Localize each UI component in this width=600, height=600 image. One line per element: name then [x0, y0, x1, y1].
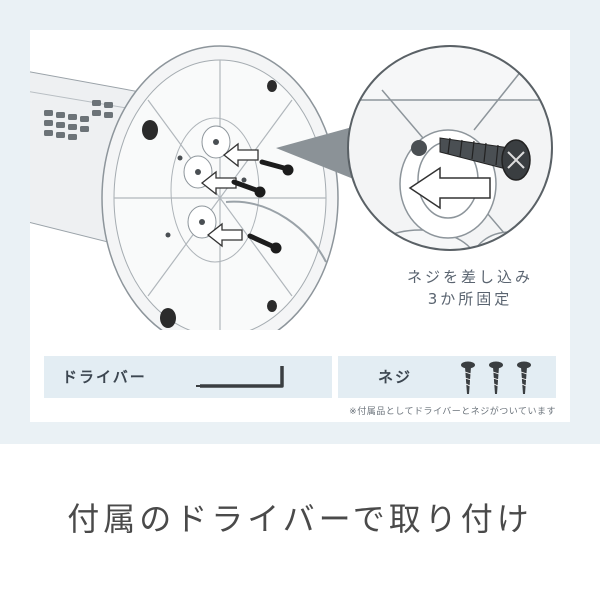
fan-body	[30, 45, 339, 330]
driver-label: ドライバー	[62, 368, 147, 386]
screw-closeup	[439, 137, 531, 181]
magnifier-circle	[347, 45, 553, 251]
callout-pointer	[276, 126, 356, 180]
insertion-arrow-icon	[200, 142, 259, 248]
accessory-screw-box: ネジ	[338, 356, 556, 398]
instruction-caption: ネジを差し込み 3か所固定	[406, 268, 533, 308]
screw-label: ネジ	[378, 368, 413, 386]
illustration-panel: ネジを差し込み 3か所固定 ドライバー ネジ	[30, 30, 570, 422]
screws-icon	[461, 361, 531, 394]
closeup-arrow-icon	[408, 166, 491, 210]
accessory-driver-box: ドライバー	[44, 356, 332, 398]
screw-icon	[231, 159, 287, 249]
base-installation-illustration	[30, 45, 553, 330]
page-title: 付属のドライバーで取り付け	[67, 500, 533, 538]
driver-icon	[196, 366, 284, 388]
title-band: 付属のドライバーで取り付け	[0, 444, 600, 600]
vent-grille	[44, 100, 113, 140]
accessory-note: ※付属品としてドライバーとネジがついています	[349, 407, 556, 417]
